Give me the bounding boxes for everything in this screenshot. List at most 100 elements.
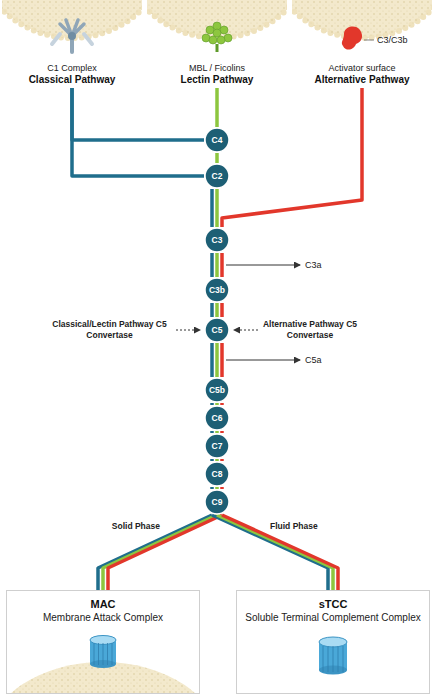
node-heading: C1 Complex (4, 62, 140, 74)
stcc-illustration (333, 646, 334, 672)
circle-outline (205, 128, 229, 152)
stcc-illustration (328, 646, 329, 672)
node-heading: sTCC (241, 597, 425, 611)
complement-component: C6 (204, 405, 230, 431)
pathway-line (212, 459, 222, 461)
pathway-line (210, 487, 214, 489)
pathway-line (210, 253, 214, 277)
membrane-illustration (94, 643, 95, 665)
pathway-line (215, 303, 219, 317)
pathway-line (220, 253, 224, 277)
node-heading: Activator surface (294, 62, 430, 74)
pathway-line (210, 403, 214, 405)
cell-surface (147, 0, 287, 38)
mbl-ficolin-icon (216, 44, 219, 52)
membrane-illustration (107, 643, 108, 665)
pathway-line (215, 431, 219, 433)
mbl-ficolin-icon (217, 36, 225, 44)
cell-surface (147, 0, 287, 38)
stcc-illustration (319, 637, 347, 647)
node-text: Membrane Attack Complex (11, 611, 195, 624)
complement-component: C5 (204, 317, 230, 343)
node-heading: MBL / Ficolins (149, 62, 285, 74)
c1-complex-icon (52, 20, 92, 52)
component-name: C5 (212, 325, 223, 335)
pathway-line (210, 303, 214, 317)
node-text: Soluble Terminal Complement Complex (241, 611, 425, 624)
pathway-line (72, 88, 204, 140)
pathway-line (210, 343, 214, 377)
pathway-line (212, 303, 222, 317)
complex-box: sTCCSoluble Terminal Complement Complex (236, 590, 430, 694)
pathway-line (212, 403, 222, 405)
membrane-illustration (94, 643, 112, 665)
pathway-line (220, 459, 224, 461)
component-label: C3/C3b (377, 35, 408, 46)
pathway-line (210, 459, 214, 461)
cleavage-arrow (226, 265, 300, 266)
node-text: Lectin Pathway (149, 74, 285, 86)
pathway-line (215, 343, 219, 377)
membrane-illustration (112, 643, 113, 665)
circle-outline (205, 434, 229, 458)
cell-surface (292, 0, 432, 38)
complement-component: C5b (204, 377, 230, 403)
pathway-line (217, 88, 218, 127)
mbl-ficolin-icon (209, 36, 217, 44)
complement-component: C9 (204, 489, 230, 515)
node-text: Classical Pathway (4, 74, 140, 86)
complement-component: C2 (204, 163, 230, 189)
component-name: C8 (212, 469, 223, 479)
convertase-pointer (234, 330, 258, 331)
cleavage-arrow (226, 360, 300, 361)
circle-outline (205, 228, 229, 252)
pathway-panel: Activator surfaceAlternative Pathway (292, 60, 432, 88)
pathway-line (72, 88, 204, 140)
complex-box: MACMembrane Attack Complex (6, 590, 200, 694)
convertase-label: Alternative Pathway C5 Convertase (260, 319, 360, 341)
cell-surface (292, 0, 432, 38)
fragment-label: C5a (305, 355, 322, 366)
cell-surface (292, 0, 432, 38)
stcc-illustration (338, 646, 339, 672)
fragment-label: C3a (305, 260, 322, 271)
component-name: C2 (212, 171, 223, 181)
c3b-icon (342, 27, 362, 50)
c1-complex-icon (68, 32, 76, 40)
convertase-pointer (176, 330, 200, 331)
circle-outline (205, 462, 229, 486)
node-heading: MAC (11, 597, 195, 611)
stcc-illustration (323, 646, 343, 672)
complement-component: C4 (204, 127, 230, 153)
membrane-illustration (0, 636, 218, 700)
circle-outline (205, 378, 229, 402)
pathway-line (212, 253, 222, 277)
pathway-line (210, 431, 214, 433)
pathway-line (72, 88, 204, 176)
pathway-line (222, 88, 362, 227)
pathway-panel: C1 ComplexClassical Pathway (2, 60, 142, 88)
pathway-line (212, 343, 222, 377)
pathway-line (215, 189, 219, 227)
pathway-line (212, 487, 222, 489)
pathway-line (72, 88, 204, 176)
pathway-line (215, 153, 219, 163)
pathway-line (217, 153, 218, 163)
pathway-line (220, 343, 224, 377)
circle-outline (205, 490, 229, 514)
circle-outline (205, 164, 229, 188)
component-name: C4 (212, 135, 223, 145)
circle-outline (205, 278, 229, 302)
component-name: C3 (212, 235, 223, 245)
mbl-ficolin-icon (213, 29, 221, 37)
pathway-line (220, 403, 224, 405)
node-text: Alternative Pathway (294, 74, 430, 86)
pathway-line (215, 88, 219, 127)
pathway-line (212, 189, 217, 227)
c3b-icon (364, 40, 374, 41)
pathway-line (215, 459, 219, 461)
component-name: C3b (209, 285, 225, 295)
pathway-line (212, 431, 222, 433)
